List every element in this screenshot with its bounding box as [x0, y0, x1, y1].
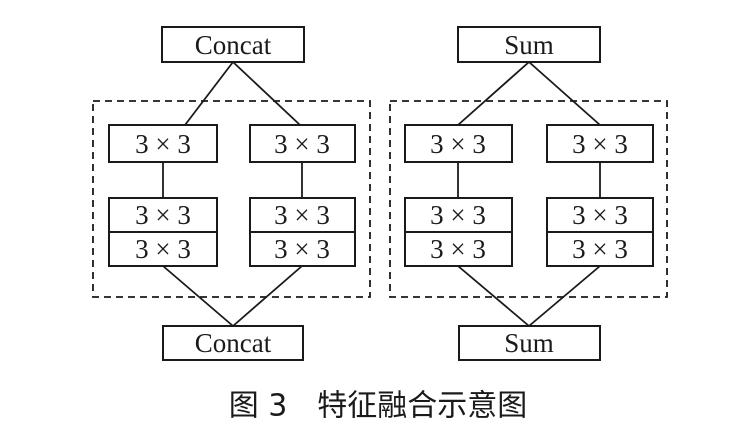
- concat-bottom-box: [162, 325, 304, 361]
- conv-label: 3 × 3: [430, 234, 486, 264]
- conv-label: 3 × 3: [135, 129, 191, 159]
- wire: [162, 265, 234, 327]
- conv-box: [546, 124, 654, 163]
- wire: [232, 265, 303, 327]
- conv-box: [108, 231, 218, 267]
- conv-label: 3 × 3: [274, 129, 330, 159]
- conv-box: [404, 231, 513, 267]
- dashed-group-frame: [92, 100, 371, 298]
- sum-bottom-box: [458, 325, 601, 361]
- conv-label: 3 × 3: [572, 129, 628, 159]
- conv-box: [404, 197, 513, 233]
- conv-label: 3 × 3: [135, 200, 191, 230]
- wire: [528, 61, 601, 126]
- sum-panel: Sum 3 × 3 3 × 3 3 × 3 3 × 3 3 × 3 3 × 3 …: [389, 26, 668, 361]
- conv-box: [546, 231, 654, 267]
- conv-label: 3 × 3: [135, 234, 191, 264]
- conv-label: 3 × 3: [274, 200, 330, 230]
- concat-top-label: Concat: [195, 30, 272, 60]
- conv-box: [249, 231, 356, 267]
- wire: [457, 265, 530, 327]
- concat-panel: Concat 3 × 3 3 × 3 3 × 3 3 × 3 3 × 3 3 ×…: [92, 26, 371, 361]
- sum-bottom-label: Sum: [504, 328, 554, 358]
- conv-box: [108, 124, 218, 163]
- dashed-group-frame: [389, 100, 668, 298]
- concat-bottom-label: Concat: [195, 328, 272, 358]
- wire: [528, 265, 601, 327]
- conv-box: [546, 197, 654, 233]
- sum-top-box: [457, 26, 601, 63]
- wire: [232, 61, 301, 126]
- conv-label: 3 × 3: [274, 234, 330, 264]
- conv-box: [108, 197, 218, 233]
- wire: [457, 61, 530, 126]
- conv-box: [249, 197, 356, 233]
- conv-label: 3 × 3: [572, 200, 628, 230]
- wire: [184, 61, 234, 126]
- conv-label: 3 × 3: [430, 129, 486, 159]
- concat-top-box: [161, 26, 305, 63]
- conv-box: [404, 124, 513, 163]
- conv-box: [249, 124, 356, 163]
- conv-label: 3 × 3: [572, 234, 628, 264]
- figure-caption: 图 3 特征融合示意图: [229, 389, 528, 424]
- conv-label: 3 × 3: [430, 200, 486, 230]
- sum-top-label: Sum: [504, 30, 554, 60]
